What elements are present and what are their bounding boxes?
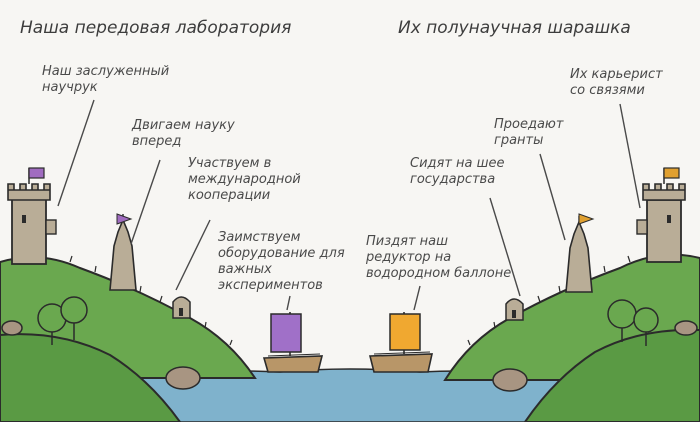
right-small-hut [505, 298, 524, 321]
right-grass-tufts [467, 255, 631, 346]
right-tower-flag [663, 167, 680, 179]
right-boat [368, 312, 434, 373]
right-trees [607, 299, 659, 346]
label-reducer: Пиздят наш редуктор на водородном баллон… [366, 234, 512, 281]
label-careerist: Их карьерист со связями [570, 67, 663, 98]
pointer-grants [539, 153, 566, 241]
label-grants: Проедают гранты [494, 117, 564, 148]
label-neck: Сидят на шее государства [410, 156, 505, 187]
left-tower-flag [28, 167, 45, 179]
right-spire-tower [565, 213, 595, 293]
label-advisor: Наш заслуженный научрук [42, 64, 170, 95]
pointer-cooperation [175, 219, 211, 291]
left-rock-shore [165, 366, 201, 390]
pointer-advisor [57, 99, 95, 207]
right-rock-small [674, 320, 698, 336]
left-boat [262, 312, 324, 373]
left-grass-tufts [69, 255, 233, 346]
label-equipment: Заимствуем оборудование для важных экспе… [218, 230, 345, 293]
right-hill-front [523, 328, 700, 422]
right-header: Их полунаучная шарашка [398, 18, 631, 38]
right-spire-flag [578, 213, 595, 225]
pointer-neck [489, 197, 521, 297]
pointer-careerist [619, 103, 641, 209]
left-rock-small [1, 320, 23, 336]
left-small-hut [172, 296, 191, 319]
left-header: Наша передовая лаборатория [20, 18, 292, 38]
left-boat-sail [270, 313, 302, 353]
left-spire-flag [116, 213, 133, 225]
label-science: Двигаем науку вперед [132, 118, 235, 149]
right-rock-shore [492, 368, 528, 392]
label-cooperation: Участвуем в международной кооперации [188, 156, 301, 203]
pointer-lines [57, 99, 641, 311]
right-tall-tower [636, 167, 686, 263]
pointer-science [130, 159, 161, 245]
left-tall-tower [7, 167, 57, 265]
left-trees [37, 296, 88, 345]
left-spire-tower [109, 213, 137, 291]
pointer-equipment [286, 295, 291, 311]
pointer-reducer [413, 285, 421, 311]
left-hill-front [0, 333, 182, 422]
right-boat-sail [389, 313, 421, 351]
